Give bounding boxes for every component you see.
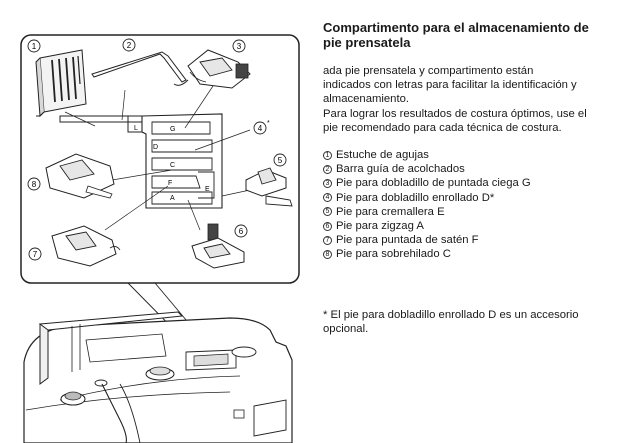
list-item-text: Estuche de agujas <box>336 149 429 162</box>
list-item-text: Pie para dobladillo enrollado D* <box>336 191 495 204</box>
slot-letter-f: F <box>168 180 172 187</box>
callout-4: 4 <box>258 124 263 133</box>
intro-line-1: ada pie prensatela y compartimento están <box>323 65 534 77</box>
storage-compartment-illustration: 1 2 3 G D C F E A L <box>20 34 300 443</box>
list-number: 2 <box>323 164 332 174</box>
callout-5: 5 <box>278 156 283 165</box>
leader-lines <box>64 85 251 231</box>
intro-line-3: almacenamiento. <box>323 93 410 106</box>
callout-6: 6 <box>239 227 244 236</box>
callout-7: 7 <box>33 250 38 259</box>
footnote: * El pie para dobladillo enrollado D es … <box>323 308 615 336</box>
list-number: 1 <box>323 150 332 160</box>
list-number: 6 <box>323 221 332 231</box>
blind-hem-foot-icon <box>187 49 251 89</box>
intro-line-4: Para lograr los resultados de costura óp… <box>323 107 587 120</box>
intro-line-2: indicados con letras para facilitar la i… <box>323 79 577 92</box>
list-number: 5 <box>323 207 332 217</box>
list-item: 3 Pie para dobladillo de puntada ciega G <box>323 176 615 190</box>
list-item: 6 Pie para zigzag A <box>323 219 615 233</box>
list-item-text: Pie para cremallera E <box>336 205 445 218</box>
slot-letter-g: G <box>170 126 175 133</box>
slot-letter-l: L <box>134 125 138 132</box>
storage-tray-icon <box>59 113 223 209</box>
list-item: 2 Barra guía de acolchados <box>323 162 615 176</box>
sewing-machine-icon <box>23 311 293 443</box>
callout-2: 2 <box>127 41 132 50</box>
zipper-foot-icon <box>245 167 293 207</box>
intro-paragraph: ada pie prensatela y compartimento están… <box>323 64 615 135</box>
section-title-line-2: pie prensatela <box>323 35 411 50</box>
list-item: 7 Pie para puntada de satén F <box>323 233 615 247</box>
callout-1: 1 <box>32 42 37 51</box>
quilting-guide-bar-icon <box>91 51 187 83</box>
list-number: 3 <box>323 179 332 189</box>
list-item-text: Pie para dobladillo de puntada ciega G <box>336 177 531 190</box>
needle-case-icon <box>35 49 87 118</box>
parts-list: 1 Estuche de agujas 2 Barra guía de acolch… <box>323 148 615 262</box>
section-title-line-1: Compartimento para el almacenamiento de <box>323 20 589 35</box>
list-item-text: Pie para puntada de satén F <box>336 234 479 247</box>
text-column: Compartimento para el almacenamiento de … <box>323 20 615 336</box>
slot-letter-a: A <box>170 195 175 202</box>
callout-3: 3 <box>237 42 242 51</box>
satin-stitch-foot-icon <box>51 225 121 267</box>
list-item: 5 Pie para cremallera E <box>323 205 615 219</box>
slot-letter-d: D <box>153 144 158 151</box>
overcasting-foot-icon <box>45 153 115 199</box>
list-number: 8 <box>323 250 332 260</box>
list-item-text: Barra guía de acolchados <box>336 163 465 176</box>
list-number: 4 <box>323 193 332 203</box>
list-number: 7 <box>323 235 332 245</box>
callout-8: 8 <box>32 180 37 189</box>
callout-4-asterisk: * <box>267 120 270 127</box>
list-item: 1 Estuche de agujas <box>323 148 615 162</box>
intro-line-5: pie recomendado para cada técnica de cos… <box>323 121 562 134</box>
zigzag-foot-icon <box>191 223 245 269</box>
list-item-text: Pie para zigzag A <box>336 220 424 233</box>
footnote-line-1: * El pie para dobladillo enrollado D es … <box>323 308 579 321</box>
list-item: 4 Pie para dobladillo enrollado D* <box>323 191 615 205</box>
section-title: Compartimento para el almacenamiento de … <box>323 20 615 50</box>
footnote-line-2: opcional. <box>323 322 369 335</box>
slot-letter-e: E <box>205 186 210 193</box>
list-item-text: Pie para sobrehilado C <box>336 248 451 261</box>
list-item: 8 Pie para sobrehilado C <box>323 247 615 261</box>
slot-letter-c: C <box>170 162 175 169</box>
